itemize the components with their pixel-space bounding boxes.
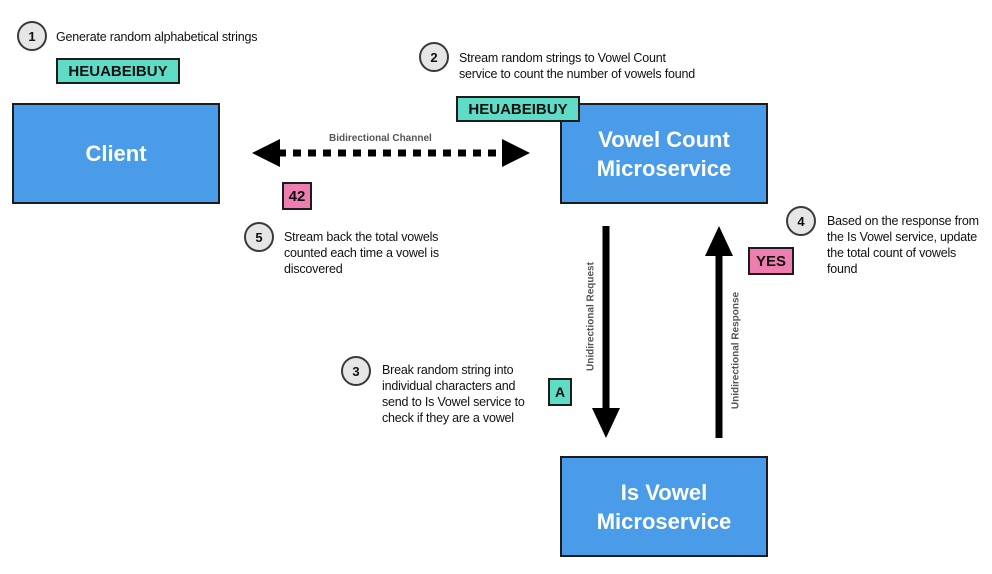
step-4-text-line: the total count of vowels	[827, 246, 957, 260]
character-tag: A	[548, 378, 572, 406]
client-node: Client	[12, 103, 220, 204]
vowel-count-microservice-node: Vowel Count Microservice	[560, 103, 768, 204]
step-2-text: Stream random strings to Vowel Count ser…	[459, 50, 695, 82]
step-4-text: Based on the response from the Is Vowel …	[827, 213, 979, 277]
step-3-text-line: Break random string into	[382, 363, 514, 377]
step-4-text-line: the Is Vowel service, update	[827, 230, 978, 244]
step-3-text-line: send to Is Vowel service to	[382, 395, 525, 409]
step-3-text-line: individual characters and	[382, 379, 516, 393]
step-4-text-line: found	[827, 262, 858, 276]
step-2-text-line: Stream random strings to Vowel Count	[459, 51, 666, 65]
step-1-marker: 1	[17, 21, 47, 51]
is-vowel-node-line2: Microservice	[596, 508, 732, 534]
step-5-text-line: counted each time a vowel is	[284, 246, 439, 260]
client-node-label: Client	[85, 141, 147, 166]
vowel-count-node-line1: Vowel Count	[598, 126, 730, 152]
step-5-text-line: discovered	[284, 262, 343, 276]
step-4-text-line: Based on the response from	[827, 214, 979, 228]
request-edge-label: Unidirectional Request	[585, 262, 597, 371]
string-tag-service: HEUABEIBUY	[456, 96, 580, 122]
request-arrow	[592, 226, 620, 438]
response-tag: YES	[748, 247, 794, 275]
is-vowel-microservice-node: Is Vowel Microservice	[560, 456, 768, 557]
step-4-marker: 4	[786, 206, 816, 236]
step-3-text: Break random string into individual char…	[382, 362, 525, 426]
step-5-text-line: Stream back the total vowels	[284, 230, 439, 244]
string-tag-client: HEUABEIBUY	[56, 58, 180, 84]
count-tag: 42	[282, 182, 312, 210]
is-vowel-node-line1: Is Vowel	[620, 479, 708, 505]
step-5-text: Stream back the total vowels counted eac…	[284, 229, 439, 277]
vowel-count-node-line2: Microservice	[596, 155, 732, 181]
bidirectional-channel-label: Bidirectional Channel	[329, 133, 432, 144]
step-2-text-line: service to count the number of vowels fo…	[459, 67, 695, 81]
response-edge-label: Unidirectional Response	[730, 291, 742, 410]
step-3-text-line: check if they are a vowel	[382, 411, 514, 425]
response-arrow	[705, 226, 733, 438]
step-1-text: Generate random alphabetical strings	[56, 30, 258, 44]
step-3-marker: 3	[341, 356, 371, 386]
step-2-marker: 2	[419, 42, 449, 72]
bidirectional-channel-arrow	[252, 139, 530, 167]
step-5-marker: 5	[244, 222, 274, 252]
